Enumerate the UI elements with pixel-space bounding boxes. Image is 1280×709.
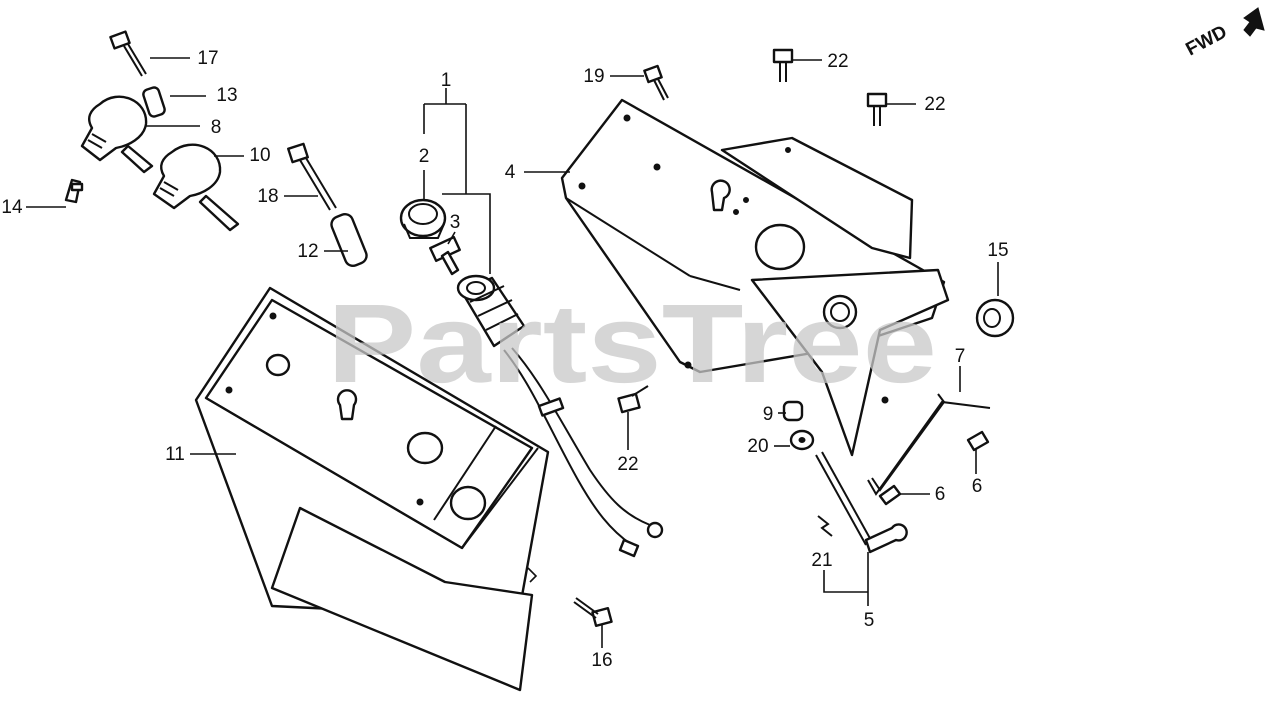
callout-13: 13 <box>216 85 237 106</box>
callout-5: 5 <box>864 610 875 631</box>
callout-10: 10 <box>249 145 270 166</box>
part-9-cap <box>782 400 804 422</box>
callout-16: 16 <box>591 650 612 671</box>
fwd-label: FWD <box>1182 22 1230 61</box>
part-19-bolt <box>643 64 669 101</box>
callout-6b: 6 <box>972 476 983 497</box>
callout-1: 1 <box>441 70 452 91</box>
callout-19: 19 <box>583 66 604 87</box>
callout-18: 18 <box>257 186 278 207</box>
callout-6a: 6 <box>935 484 946 505</box>
leader-lines <box>26 57 999 648</box>
part-16-bolt <box>573 597 613 628</box>
part-2-switch-nut <box>399 198 447 239</box>
part-4-bracket <box>560 98 950 457</box>
part-12-spacer <box>330 212 368 268</box>
part-10-knob <box>152 143 240 232</box>
part-22-bolt-a <box>772 48 794 82</box>
callout-12: 12 <box>297 241 318 262</box>
callout-17: 17 <box>197 48 218 69</box>
part-20-washer <box>789 429 815 451</box>
part-22-bolt-c <box>617 385 649 414</box>
part-6-clip-a <box>878 484 902 506</box>
callout-4: 4 <box>505 162 516 183</box>
callout-9: 9 <box>763 404 774 425</box>
part-22-bolt-b <box>866 92 888 126</box>
part-18-long-screw <box>287 142 337 211</box>
part-11-cover-box <box>194 286 550 692</box>
callout-3: 3 <box>450 212 461 233</box>
callout-15: 15 <box>987 240 1008 261</box>
callout-20: 20 <box>747 436 768 457</box>
part-1-ignition-switch <box>456 274 664 558</box>
callout-11: 11 <box>165 444 185 465</box>
callout-7: 7 <box>955 346 966 367</box>
part-5-rod <box>815 451 908 554</box>
callout-numbers: 1 2 3 4 5 6 6 7 8 9 10 11 12 13 14 15 16… <box>1 48 1008 671</box>
callout-14: 14 <box>1 197 23 218</box>
part-6-clip-b <box>966 430 990 452</box>
callout-22c: 22 <box>617 454 638 475</box>
callout-22a: 22 <box>827 51 848 72</box>
part-15-grommet <box>975 298 1015 338</box>
fwd-arrow-icon <box>1243 7 1265 37</box>
part-13-spacer <box>142 86 166 118</box>
part-17-screw <box>109 30 147 77</box>
callout-8: 8 <box>211 117 222 138</box>
callout-21: 21 <box>811 550 832 571</box>
part-7-rod <box>867 393 991 496</box>
callout-2: 2 <box>419 146 430 167</box>
part-21-clip <box>817 515 833 537</box>
part-8-knob <box>80 95 154 174</box>
part-3-key <box>429 235 461 276</box>
watermark: PartsTree <box>327 281 937 406</box>
part-14-pin <box>64 178 84 204</box>
callout-22b: 22 <box>924 94 945 115</box>
